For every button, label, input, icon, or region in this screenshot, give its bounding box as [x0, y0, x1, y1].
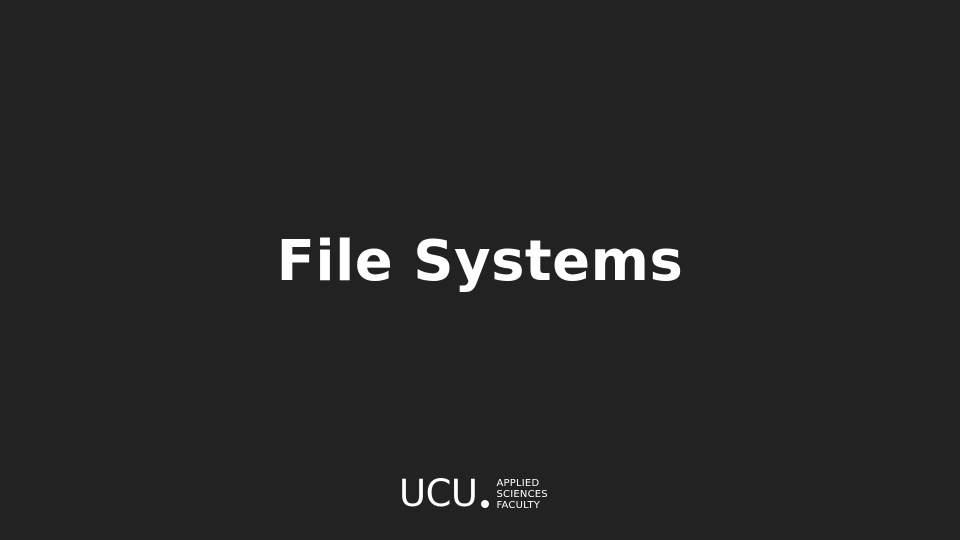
- logo-line-applied: APPLIED: [496, 477, 540, 489]
- logo-line-faculty: FACULTY: [496, 499, 541, 511]
- logo-line-sciences: SCIENCES: [496, 488, 548, 500]
- slide-title: File Systems: [276, 229, 684, 294]
- logo-text: APPLIED SCIENCES FACULTY: [497, 478, 548, 511]
- logo-dot: [480, 500, 489, 508]
- ucu-logo: UCU APPLIED SCIENCES FACULTY: [399, 472, 548, 516]
- logo-mark: UCU: [399, 472, 478, 515]
